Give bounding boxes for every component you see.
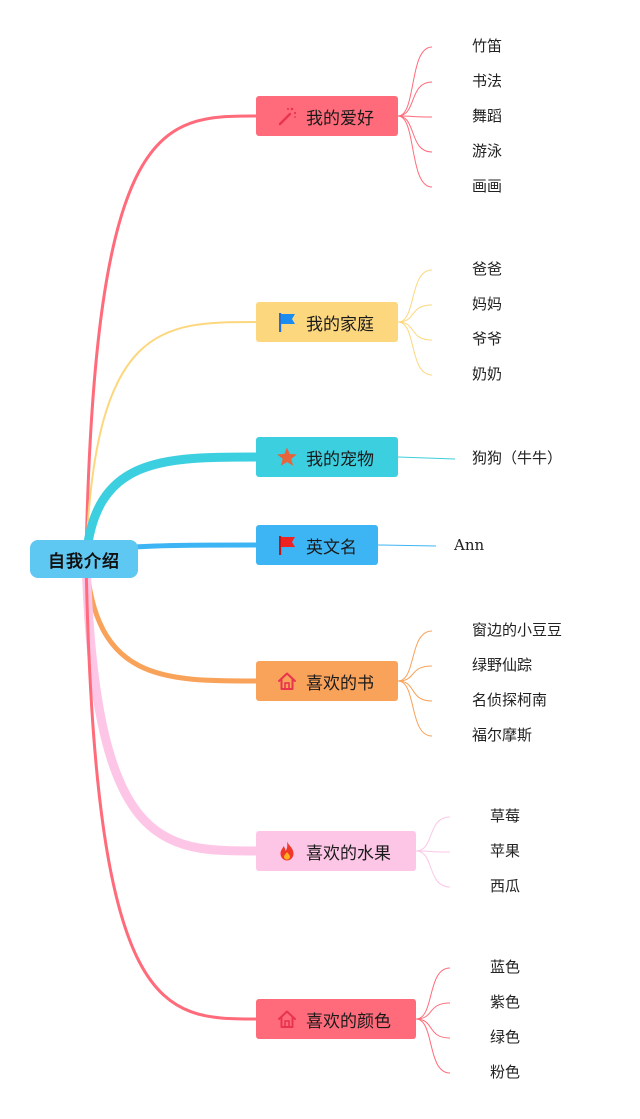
leaf-connector: [415, 1018, 451, 1039]
leaf-item[interactable]: 舞蹈: [472, 107, 503, 125]
leaf-connector: [415, 850, 451, 888]
leaf-connector: [397, 456, 456, 460]
branch-node[interactable]: 我的爱好: [256, 96, 398, 136]
leaf-item[interactable]: 竹笛: [472, 37, 503, 55]
leaf-item[interactable]: 绿野仙踪: [472, 656, 533, 674]
leaf-item[interactable]: 爸爸: [472, 260, 503, 278]
leaf-item[interactable]: 绿色: [490, 1028, 521, 1046]
leaf-connector: [397, 115, 433, 188]
leaf-item[interactable]: 苹果: [490, 842, 521, 860]
branch-label: 英文名: [306, 537, 357, 558]
leaf-item[interactable]: 草莓: [490, 807, 521, 825]
root-label: 自我介绍: [48, 551, 120, 572]
leaf-connector: [415, 967, 451, 1020]
leaf-item[interactable]: 西瓜: [490, 877, 521, 895]
branch-node[interactable]: 喜欢的颜色: [256, 999, 416, 1039]
leaf-connector: [377, 544, 437, 547]
branch-node[interactable]: 喜欢的书: [256, 661, 398, 701]
branch-label: 我的爱好: [306, 108, 374, 129]
leaf-connector: [415, 816, 451, 852]
branch-label: 喜欢的颜色: [306, 1011, 391, 1032]
leaf-item[interactable]: 狗狗（牛牛）: [472, 449, 563, 467]
leaf-item[interactable]: 紫色: [490, 993, 521, 1011]
leaf-connector: [397, 269, 433, 323]
branch-node[interactable]: 我的宠物: [256, 437, 398, 477]
leaf-item[interactable]: 画画: [472, 177, 503, 195]
star-icon: [276, 446, 298, 468]
branch-connector: [84, 114, 258, 561]
root-node[interactable]: 自我介绍: [30, 540, 138, 578]
branch-connector: [81, 452, 261, 564]
leaf-item[interactable]: 蓝色: [490, 958, 521, 976]
leaf-connector: [397, 115, 433, 153]
leaf-connector: [397, 665, 433, 682]
branch-label: 我的宠物: [306, 449, 374, 470]
fire-icon: [276, 840, 298, 862]
leaf-connector: [397, 46, 433, 117]
leaf-item[interactable]: 名侦探柯南: [472, 691, 548, 709]
leaf-item[interactable]: 奶奶: [472, 365, 503, 383]
leaf-item[interactable]: 妈妈: [472, 295, 503, 313]
leaf-connector: [415, 1002, 451, 1020]
leaf-connector: [397, 321, 433, 341]
leaf-connector: [397, 115, 433, 118]
house-icon: [276, 670, 298, 692]
branch-label: 喜欢的水果: [306, 843, 391, 864]
branch-connector: [85, 321, 257, 560]
leaf-connector: [397, 680, 433, 702]
leaf-connector: [397, 680, 433, 737]
magic-wand-icon: [276, 105, 298, 127]
leaf-connector: [397, 81, 433, 117]
branch-node[interactable]: 英文名: [256, 525, 378, 565]
red-flag-icon: [276, 534, 298, 556]
leaf-connector: [415, 1018, 451, 1074]
branch-connector: [84, 557, 258, 1021]
leaf-item[interactable]: 爷爷: [472, 330, 503, 348]
leaf-connector: [397, 304, 433, 323]
leaf-item[interactable]: 福尔摩斯: [472, 726, 533, 744]
branch-connector: [81, 554, 261, 856]
leaf-item[interactable]: 书法: [472, 72, 503, 90]
branch-node[interactable]: 喜欢的水果: [256, 831, 416, 871]
leaf-connector: [397, 321, 433, 376]
leaf-item[interactable]: 游泳: [472, 142, 503, 160]
branch-label: 我的家庭: [306, 314, 374, 335]
branch-label: 喜欢的书: [306, 673, 374, 694]
leaf-item[interactable]: Ann: [454, 536, 485, 554]
branch-node[interactable]: 我的家庭: [256, 302, 398, 342]
leaf-item[interactable]: 粉色: [490, 1063, 521, 1081]
blue-flag-icon: [276, 311, 298, 333]
leaf-item[interactable]: 窗边的小豆豆: [472, 621, 563, 639]
leaf-connector: [415, 850, 451, 853]
house-icon: [276, 1008, 298, 1030]
leaf-connector: [397, 630, 433, 682]
